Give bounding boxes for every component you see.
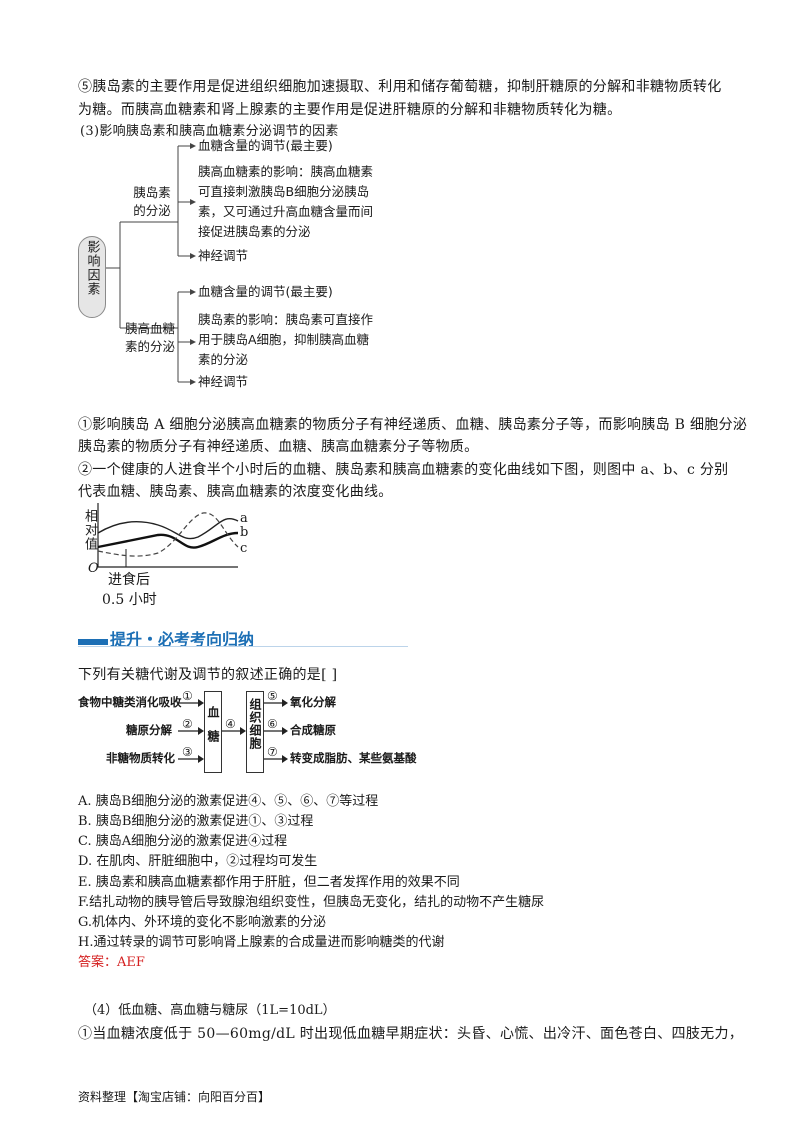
flow-num-2: ② (182, 717, 193, 731)
footer-credit: 资料整理【淘宝店铺：向阳百分百】 (78, 1090, 271, 1104)
blood-glucose-label: 血糖 (206, 706, 220, 754)
chart-series-a: a (240, 511, 248, 526)
insulin-item-neural: 神经调节 (198, 248, 249, 263)
note2-line1: ②一个健康的人进食半个小时后的血糖、胰岛素和胰高血糖素的变化曲线如下图，则图中 … (78, 462, 729, 478)
glucagon-label-l1: 胰高血糖 (124, 321, 175, 336)
factor-diagram-lines (105, 143, 196, 385)
insulin-item-b-l2: 可直接刺激胰岛B细胞分泌胰岛 (198, 184, 370, 199)
influence-root-label: 影响因素 (84, 240, 100, 296)
chart-series-b: b (240, 525, 249, 540)
question-stem: 下列有关糖代谢及调节的叙述正确的是[ ] (78, 667, 338, 683)
insulin-item-b-l4: 接促进胰岛素的分泌 (198, 224, 311, 239)
curve-chart-svg (97, 503, 239, 568)
flow-num-7: ⑦ (267, 745, 278, 759)
blood-glucose-box: 血糖 (204, 691, 222, 773)
tissue-cells-label: 组织细胞 (248, 698, 262, 750)
flow-out-oxidation: 氧化分解 (290, 695, 336, 709)
chart-xsub: 0.5 小时 (102, 592, 157, 608)
option-e: E. 胰岛素和胰高血糖素都作用于肝脏，但二者发挥作用的效果不同 (78, 875, 460, 890)
glucagon-item-glucose: 血糖含量的调节(最主要) (198, 284, 333, 299)
banner-bar-icon (78, 639, 108, 645)
option-b: B. 胰岛B细胞分泌的激素促进①、③过程 (78, 814, 314, 829)
chart-origin: O (88, 561, 99, 576)
glucagon-label-l2: 素的分泌 (124, 339, 175, 354)
banner-title: 提升・必考考向归纳 (110, 630, 255, 649)
hormone-curve-chart: 相对值 O a b c 进食后 0.5 小时 (78, 503, 268, 608)
option-g: G.机体内、外环境的变化不影响激素的分泌 (78, 915, 327, 930)
insulin-item-glucagon: 胰高血糖素的影响：胰高血糖素 可直接刺激胰岛B细胞分泌胰岛 素，又可通过升高血糖… (198, 162, 373, 242)
flow-src-digestion: 食物中糖类消化吸收 (78, 695, 182, 709)
note1-line1: ①影响胰岛 A 细胞分泌胰高血糖素的物质分子有神经递质、血糖、胰岛素分子等，而影… (78, 417, 748, 433)
option-f: F.结扎动物的胰导管后导致腺泡组织变性，但胰岛无变化，结扎的动物不产生糖尿 (78, 895, 545, 910)
glucagon-item-b-l2: 用于胰岛A细胞，抑制胰高血糖 (198, 332, 370, 347)
flow-src-glycogenolysis: 糖原分解 (126, 723, 172, 737)
section3-heading: (3)影响胰岛素和胰高血糖素分泌调节的因素 (80, 124, 339, 139)
insulin-label-l2: 的分泌 (133, 203, 171, 218)
glucagon-item-b-l1: 胰岛素的影响：胰岛素可直接作 (198, 312, 374, 327)
flow-num-6: ⑥ (267, 717, 278, 731)
glucagon-item-insulin: 胰岛素的影响：胰岛素可直接作 用于胰岛A细胞，抑制胰高血糖 素的分泌 (198, 310, 373, 370)
flow-src-gluconeogenesis: 非糖物质转化 (106, 751, 175, 765)
flow-num-1: ① (182, 689, 193, 703)
insulin-item-glucose: 血糖含量的调节(最主要) (198, 138, 333, 153)
chart-series-c: c (240, 541, 248, 556)
factor-diagram: 影响因素 胰岛素 的分泌 胰高血糖 素的分泌 血糖含量的调节(最主要) 胰高血糖… (78, 138, 408, 400)
influence-root-box: 影响因素 (78, 236, 106, 318)
chart-xlabel: 进食后 (108, 572, 150, 588)
glucagon-item-neural: 神经调节 (198, 374, 249, 389)
note2-line2: 代表血糖、胰岛素、胰高血糖素的浓度变化曲线。 (78, 484, 393, 500)
option-h: H.通过转录的调节可影响肾上腺素的合成量进而影响糖类的代谢 (78, 935, 445, 950)
glucose-flow-diagram: 食物中糖类消化吸收 糖原分解 非糖物质转化 ① ② ③ 血糖 ④ 组织细胞 ⑤ … (78, 687, 418, 779)
flow-out-fat-amino: 转变成脂肪、某些氨基酸 (290, 751, 417, 765)
section4-line1: ①当血糖浓度低于 50—60mg/dL 时出现低血糖早期症状：头昏、心慌、出冷汗… (78, 1026, 744, 1042)
answer: 答案：AEF (78, 955, 145, 970)
para5-line1: ⑤胰岛素的主要作用是促进组织细胞加速摄取、利用和储存葡萄糖，抑制肝糖原的分解和非… (78, 79, 722, 95)
flow-arrows (178, 699, 288, 763)
insulin-item-b-l3: 素，又可通过升高血糖含量而间 (198, 204, 374, 219)
option-d: D. 在肌肉、肝脏细胞中，②过程均可发生 (78, 854, 318, 869)
glucagon-item-b-l3: 素的分泌 (198, 352, 249, 367)
tissue-cells-box: 组织细胞 (246, 691, 264, 773)
note1-line2: 胰岛素的物质分子有神经递质、血糖、胰高血糖素分子等物质。 (78, 439, 479, 455)
flow-out-glycogen: 合成糖原 (290, 723, 336, 737)
para5-line2: 为糖。而胰高血糖素和肾上腺素的主要作用是促进肝糖原的分解和非糖物质转化为糖。 (78, 102, 622, 118)
option-a: A. 胰岛B细胞分泌的激素促进④、⑤、⑥、⑦等过程 (78, 794, 379, 809)
option-c: C. 胰岛A细胞分泌的激素促进④过程 (78, 834, 288, 849)
curve-b (97, 531, 239, 549)
chart-ylabel: 相对值 (82, 509, 97, 551)
curve-a (97, 518, 239, 540)
insulin-label-l1: 胰岛素 (133, 185, 171, 200)
insulin-item-b-l1: 胰高血糖素的影响：胰高血糖素 (198, 164, 374, 179)
curve-c (97, 512, 239, 557)
banner-underline (78, 646, 408, 647)
section4-heading: （4）低血糖、高血糖与糖尿（1L=10dL） (84, 1003, 336, 1018)
section-banner: 提升・必考考向归纳 (78, 624, 478, 650)
insulin-secretion-label: 胰岛素 的分泌 (126, 184, 178, 220)
glucagon-secretion-label: 胰高血糖 素的分泌 (122, 320, 178, 356)
flow-num-4: ④ (225, 717, 236, 731)
flow-num-5: ⑤ (267, 689, 278, 703)
flow-num-3: ③ (182, 745, 193, 759)
